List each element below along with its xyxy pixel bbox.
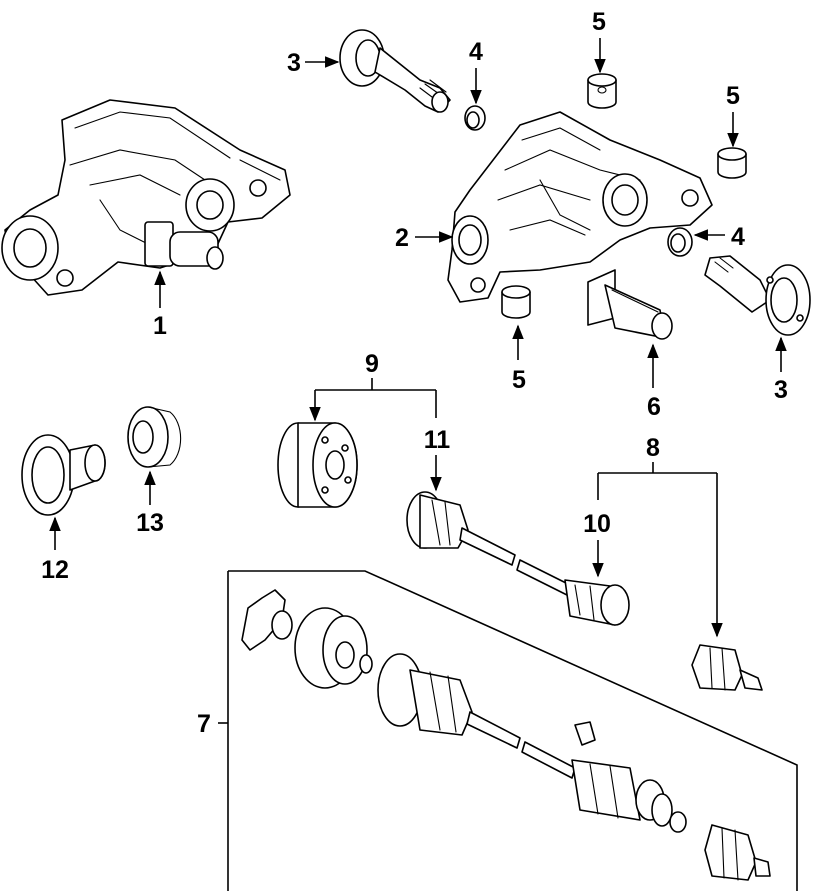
callout-13: 13: [136, 509, 164, 537]
callout-4-upper: 4: [469, 38, 483, 66]
bushing-part-5-right: [717, 147, 747, 179]
callout-7: 7: [197, 710, 211, 738]
callout-4-lower: 4: [731, 223, 745, 251]
callout-3-upper: 3: [287, 49, 301, 77]
seal-part-4-upper: [464, 105, 486, 131]
callout-2: 2: [395, 224, 409, 252]
axle-kit-contents-part-7: [241, 589, 771, 881]
callout-12: 12: [41, 556, 69, 584]
actuator-motor-part-6: [587, 269, 673, 340]
callout-11: 11: [424, 426, 451, 454]
output-flange-part-3-lower: [704, 255, 811, 336]
callout-5-top: 5: [592, 8, 606, 36]
callout-5-bottom: 5: [512, 366, 526, 394]
callout-1: 1: [153, 312, 167, 340]
seal-part-13: [127, 406, 182, 468]
callout-3-lower: 3: [774, 376, 788, 404]
leader-lines: [49, 38, 787, 724]
output-flange-part-3-upper: [339, 29, 451, 113]
bushing-part-5-bottom: [501, 285, 531, 319]
seal-part-4-lower: [667, 227, 693, 257]
flange-part-12: [21, 434, 106, 516]
callout-6: 6: [647, 393, 661, 421]
axle-shaft-part-8: [406, 491, 630, 626]
cv-boot-part-8-end: [691, 644, 763, 691]
differential-housing-part-2: [447, 111, 713, 303]
callout-9: 9: [365, 350, 379, 378]
callout-labels: 1 2 3 4 5 5 4 3 5 6 9 11 8 10 12 13 7: [41, 8, 788, 738]
cv-joint-housing-part-9: [277, 422, 358, 508]
differential-assembly-part-1: [1, 99, 291, 296]
bushing-part-5-top: [587, 73, 617, 109]
callout-8: 8: [646, 434, 660, 462]
axle-kit-box-part-7: [227, 570, 798, 891]
callout-5-right: 5: [726, 82, 740, 110]
callout-10: 10: [583, 510, 611, 538]
